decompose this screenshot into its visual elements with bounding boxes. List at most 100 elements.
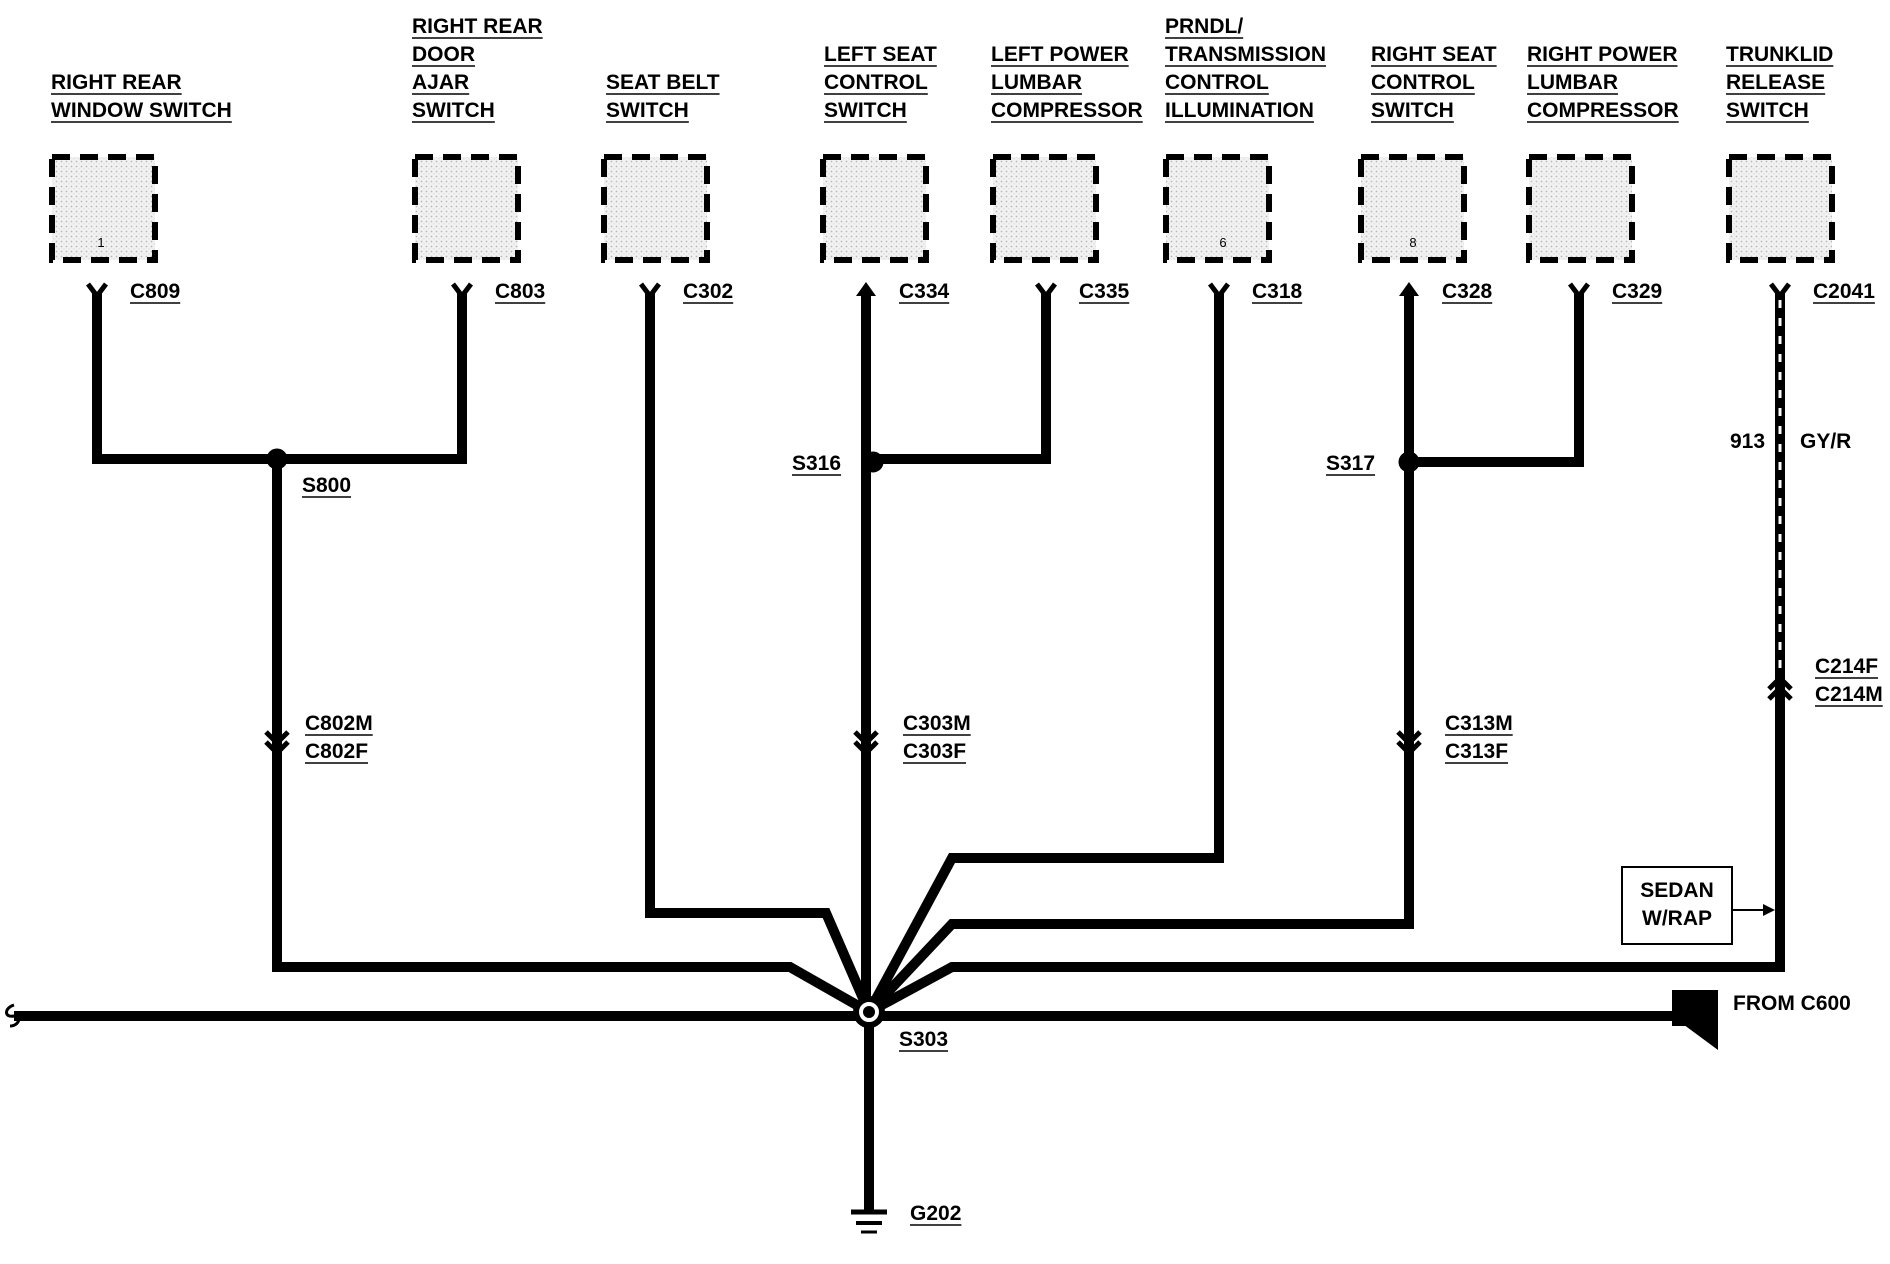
left-seat-control-switch-label: SWITCH	[824, 99, 907, 122]
left-power-lumbar-compressor-connector-label: C335	[1079, 280, 1130, 303]
prndl-transmission-control-illumination-pin-number: 6	[1219, 235, 1226, 250]
sedan-note-line-2: W/RAP	[1642, 907, 1712, 930]
prndl-transmission-control-illumination-label: ILLUMINATION	[1165, 99, 1314, 122]
right-seat-control-switch-label: CONTROL	[1371, 71, 1475, 94]
inline-c303-chevron-bottom	[853, 740, 879, 757]
splice-s317-label: S317	[1326, 452, 1375, 475]
inline-connector-c303	[853, 730, 879, 757]
prndl-transmission-control-illumination-label: TRANSMISSION	[1165, 43, 1326, 66]
inline-c802-chevron-top	[264, 730, 290, 747]
inline-c214-label-1: C214F	[1815, 655, 1878, 678]
trunklid-release-switch-connector-label: C2041	[1813, 280, 1875, 303]
splice-s303-label: S303	[899, 1028, 948, 1051]
left-power-lumbar-compressor-box	[990, 154, 1099, 263]
right-seat-control-switch-box	[1358, 154, 1467, 263]
splice-s317-dot	[1398, 451, 1420, 473]
splice-s800-dot	[266, 448, 288, 470]
left-power-lumbar-compressor-label: LEFT POWER	[991, 43, 1129, 66]
inline-connector-c214	[1767, 674, 1793, 701]
splice-s800-label: S800	[302, 474, 351, 497]
rr-door-ajar-switch-label: RIGHT REAR	[412, 15, 543, 38]
inline-c214-chevron-top	[1767, 674, 1793, 691]
left-power-lumbar-compressor: LEFT POWER LUMBAR COMPRESSOR C335	[990, 43, 1143, 304]
trunklid-release-switch-label: SWITCH	[1726, 99, 1809, 122]
rr-window-switch-box	[49, 154, 158, 263]
trunklid-release-switch: TRUNKLID RELEASE SWITCH C2041	[1726, 43, 1875, 304]
prndl-transmission-control-illumination: PRNDL/TRANSMISSION CONTROL ILLUMINATION 6C3…	[1163, 15, 1327, 304]
seat-belt-switch-label: SEAT BELT	[606, 71, 720, 94]
wire-s800-s303	[272, 459, 872, 1017]
left-seat-control-switch-label: LEFT SEAT	[824, 43, 937, 66]
left-seat-control-switch-terminal-arrow	[856, 282, 876, 296]
rr-window-switch-label: RIGHT REAR	[51, 71, 182, 94]
inline-connector-c313	[1396, 730, 1422, 757]
left-power-lumbar-compressor-label: LUMBAR	[991, 71, 1082, 94]
source-label: FROM C600	[1733, 992, 1851, 1015]
inline-c313-label-1: C313M	[1445, 712, 1513, 735]
inline-c802-label-2: C802F	[305, 740, 368, 763]
inline-c214-chevron-bottom	[1767, 684, 1793, 701]
ground-icon	[851, 1209, 887, 1234]
wire-continuation-mark	[5, 1003, 21, 1028]
sedan-wrap-note-box	[1621, 866, 1733, 945]
rr-window-switch-pin-number: 1	[97, 235, 104, 250]
seat-belt-switch-connector-label: C302	[683, 280, 733, 303]
symbol-group	[5, 448, 1793, 1234]
inline-c313-label-2: C313F	[1445, 740, 1508, 763]
left-seat-control-switch: LEFT SEAT CONTROL SWITCH C334	[820, 43, 950, 304]
wire-c302-s303	[645, 293, 874, 1014]
right-power-lumbar-compressor-label: RIGHT POWER	[1527, 43, 1678, 66]
prndl-transmission-control-illumination-box	[1163, 154, 1272, 263]
rr-door-ajar-switch-label: AJAR	[412, 71, 469, 94]
wire-c313-s303	[865, 293, 1414, 1016]
rr-window-switch-connector-label: C809	[130, 280, 180, 303]
inline-c313-chevron-top	[1396, 730, 1422, 747]
rr-door-ajar-switch-connector-label: C803	[495, 280, 545, 303]
circuit-number-label: 913	[1730, 430, 1765, 453]
wire-s316-c335	[866, 293, 1051, 464]
wire-c318-s303	[864, 293, 1224, 1015]
left-power-lumbar-compressor-label: COMPRESSOR	[991, 99, 1143, 122]
left-seat-control-switch-box	[820, 154, 929, 263]
right-seat-control-switch-label: SWITCH	[1371, 99, 1454, 122]
prndl-transmission-control-illumination-label: PRNDL/	[1165, 15, 1243, 38]
prndl-transmission-control-illumination-connector-label: C318	[1252, 280, 1303, 303]
inline-c313-chevron-bottom	[1396, 740, 1422, 757]
right-seat-control-switch-connector-label: C328	[1442, 280, 1493, 303]
rr-door-ajar-switch-label: SWITCH	[412, 99, 495, 122]
wire-s317-c329	[1409, 293, 1584, 467]
splice-s303-dot	[863, 1006, 875, 1018]
source-flag-letter: E	[1692, 1005, 1706, 1028]
inline-c214-label-2: C214M	[1815, 683, 1883, 706]
circuit-color-label: GY/R	[1800, 430, 1851, 453]
rr-door-ajar-switch-box	[412, 154, 521, 263]
trunklid-release-switch-box	[1726, 154, 1835, 263]
right-power-lumbar-compressor-label: LUMBAR	[1527, 71, 1618, 94]
inline-c802-chevron-bottom	[264, 740, 290, 757]
rr-window-switch-label: WINDOW SWITCH	[51, 99, 232, 122]
sedan-note-line-1: SEDAN	[1640, 879, 1714, 902]
splice-s316-label: S316	[792, 452, 841, 475]
right-seat-control-switch-pin-number: 8	[1409, 235, 1416, 250]
trunklid-release-switch-label: RELEASE	[1726, 71, 1825, 94]
left-seat-control-switch-connector-label: C334	[899, 280, 950, 303]
seat-belt-switch-box	[601, 154, 710, 263]
right-power-lumbar-compressor-box	[1526, 154, 1635, 263]
right-seat-control-switch-label: RIGHT SEAT	[1371, 43, 1497, 66]
inline-connector-c802	[264, 730, 290, 757]
splice-s316-dot	[862, 451, 884, 473]
ground-label: G202	[910, 1202, 961, 1225]
inline-c303-label-1: C303M	[903, 712, 971, 735]
inline-c802-label-1: C802M	[305, 712, 373, 735]
prndl-transmission-control-illumination-label: CONTROL	[1165, 71, 1269, 94]
left-seat-control-switch-label: CONTROL	[824, 71, 928, 94]
trunklid-release-switch-label: TRUNKLID	[1726, 43, 1833, 66]
